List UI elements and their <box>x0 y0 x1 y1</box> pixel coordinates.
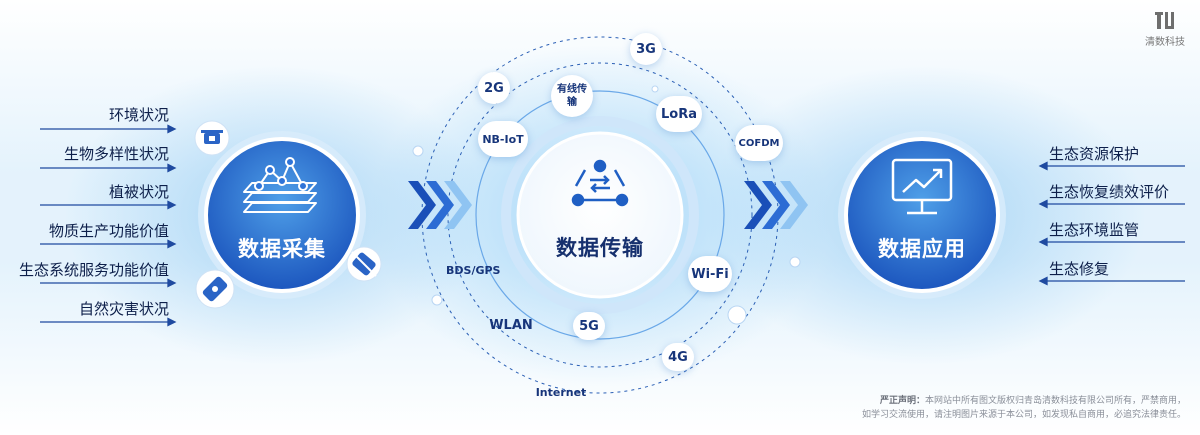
network-bds-gps: BDS/GPS <box>446 264 501 277</box>
network-2g: 2G <box>478 72 510 104</box>
collection-item: 环境状况 <box>108 106 169 124</box>
application-hub <box>844 137 1000 293</box>
notice-line2: 如学习交流使用，请注明图片来源于本公司，如发现私自商用，必追究法律责任。 <box>861 410 1186 420</box>
orbit-inner <box>475 90 725 340</box>
orbit-dots <box>412 85 801 325</box>
collection-underlines <box>40 124 177 327</box>
collection-item: 植被状况 <box>108 183 169 201</box>
network-cofdm: COFDM <box>735 125 783 161</box>
center-halo <box>501 116 699 314</box>
transmission-title: 数据传输 <box>556 236 644 260</box>
arrow-head <box>167 317 177 327</box>
arrow-head <box>1038 199 1048 209</box>
collection-hub <box>204 137 360 293</box>
copyright-notice: 严正声明：本网站中所有图文版权归青岛清数科技有限公司所有，严禁商用， 如学习交流… <box>766 394 1186 422</box>
monitor-chart-icon <box>891 158 953 215</box>
satellite-icon <box>195 269 235 309</box>
notice-line1: 本网站中所有图文版权归青岛清数科技有限公司所有，严禁商用， <box>924 396 1186 406</box>
orbit-dot <box>789 256 801 268</box>
network-4g: 4G <box>662 343 694 371</box>
transmission-hub <box>516 131 684 299</box>
arrow-head <box>1038 237 1048 247</box>
network-wifi: Wi-Fi <box>688 256 732 292</box>
layers-network-icon <box>243 157 317 213</box>
collection-item: 生物多样性状况 <box>63 145 169 163</box>
arrow-head <box>1038 161 1048 171</box>
collection-item: 生态系统服务功能价值 <box>18 261 169 279</box>
network-lora: LoRa <box>656 96 702 132</box>
application-item: 生态资源保护 <box>1049 145 1140 163</box>
orbit-dot <box>431 294 443 306</box>
chevron-arrows-left <box>408 181 472 229</box>
arrow-head <box>167 200 177 210</box>
application-title: 数据应用 <box>878 237 966 261</box>
arrow-head <box>167 124 177 134</box>
orbit-dot <box>412 145 424 157</box>
network-3g: 3G <box>630 33 662 65</box>
collection-title: 数据采集 <box>238 237 326 261</box>
arrow-head <box>167 278 177 288</box>
network-wlan: WLAN <box>489 318 533 333</box>
network-wired: 有线传输 <box>551 75 593 117</box>
brand-name: 清数科技 <box>1145 37 1185 48</box>
notice-label: 严正声明： <box>879 396 925 406</box>
network-nb-iot: NB-IoT <box>478 121 528 157</box>
orbit-middle <box>447 62 753 368</box>
chevron-arrows-right <box>744 181 808 229</box>
orbit-dot <box>727 305 747 325</box>
transmission-cycle-icon <box>571 159 629 207</box>
application-item: 生态环境监管 <box>1049 221 1140 239</box>
brand-logo-icon <box>1155 12 1174 29</box>
network-internet: Internet <box>535 386 587 399</box>
arrow-head <box>167 163 177 173</box>
application-item: 生态修复 <box>1049 260 1110 278</box>
application-item: 生态恢复绩效评价 <box>1049 183 1170 201</box>
arrow-head <box>1038 276 1048 286</box>
network-5g: 5G <box>573 312 605 340</box>
arrow-head <box>167 239 177 249</box>
collection-item: 自然灾害状况 <box>78 300 169 318</box>
collection-item: 物质生产功能价值 <box>48 222 169 240</box>
application-underlines <box>1038 161 1185 286</box>
drone-icon <box>194 120 230 156</box>
orbit-dot <box>651 85 659 93</box>
satellite-icon <box>346 246 382 282</box>
